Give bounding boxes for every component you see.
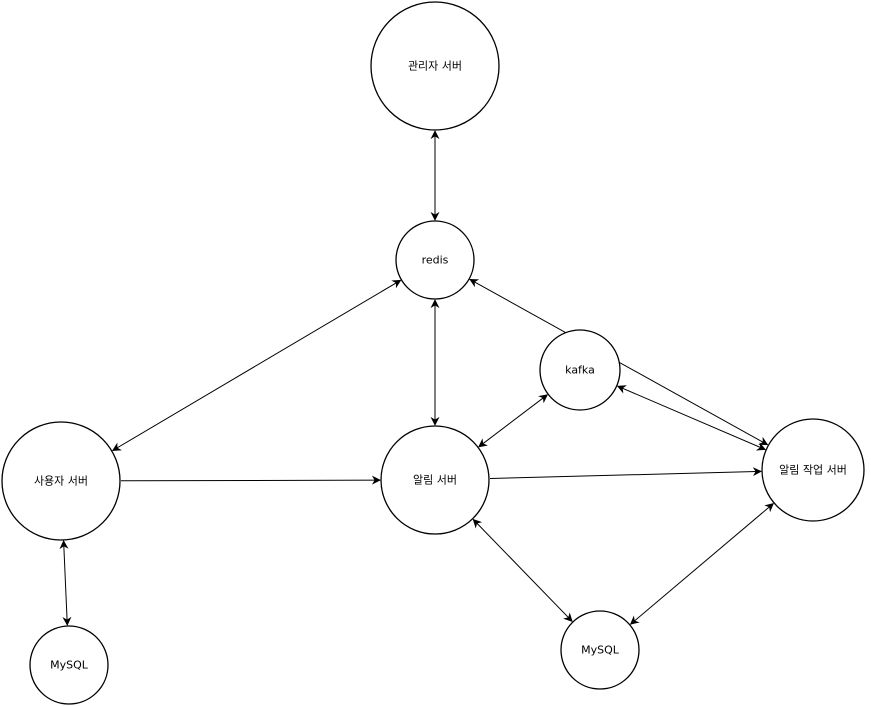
edge-user-to-mysql_user <box>59 540 72 626</box>
node-circle <box>380 425 490 535</box>
edge-notify-to-worker <box>489 467 762 479</box>
node-circle <box>370 1 500 131</box>
node-circle <box>560 610 640 690</box>
edge-notify-to-mysql_notify <box>472 518 573 622</box>
node-label: 알림 작업 서버 <box>779 463 847 477</box>
node-label: MySQL <box>581 644 620 657</box>
node-label: redis <box>422 254 449 267</box>
node-user: 사용자 서버 <box>1 421 121 541</box>
node-admin: 관리자 서버 <box>370 1 500 131</box>
node-worker: 알림 작업 서버 <box>761 418 865 522</box>
node-label: MySQL <box>50 659 89 672</box>
node-label: 사용자 서버 <box>34 475 88 488</box>
node-label: kafka <box>565 364 595 377</box>
edges-layer <box>59 130 774 626</box>
node-mysql-notify: MySQL <box>560 610 640 690</box>
node-kafka: kafka <box>539 329 621 411</box>
node-label: 관리자 서버 <box>408 60 462 73</box>
node-circle <box>395 220 475 300</box>
node-redis: redis <box>395 220 475 300</box>
node-mysql-user: MySQL <box>29 625 109 705</box>
node-circle <box>29 625 109 705</box>
edge-kafka-to-notify <box>478 394 549 448</box>
node-circle <box>1 421 121 541</box>
node-circle <box>761 418 865 522</box>
edge-user-to-notify <box>120 475 381 485</box>
node-label: 알림 서버 <box>413 473 457 487</box>
edge-worker-to-mysql_notify <box>629 503 774 625</box>
edge-kafka-to-worker <box>616 385 767 451</box>
edge-redis-to-user <box>111 279 402 451</box>
node-circle <box>539 329 621 411</box>
node-notify: 알림 서버 <box>380 425 490 535</box>
